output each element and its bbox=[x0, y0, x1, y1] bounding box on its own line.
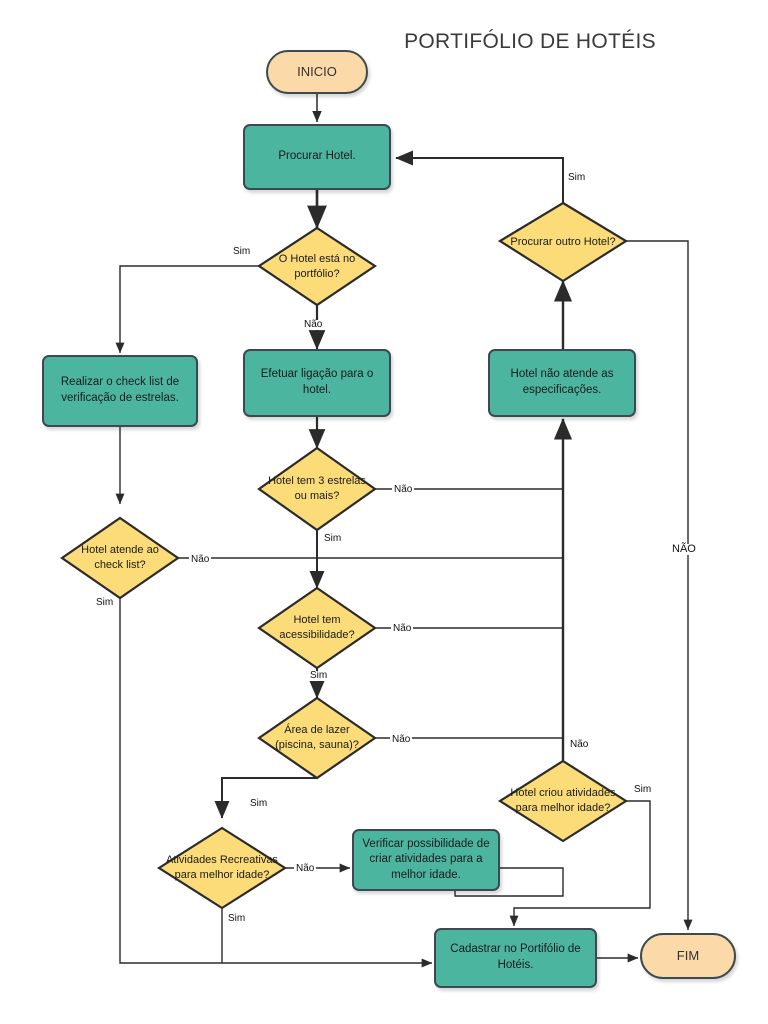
node-verificar-possibilidade-label: Verificar possibilidade de criar ativida… bbox=[362, 837, 490, 881]
node-acessibilidade-label: Hotel tem acessibilidade? bbox=[279, 614, 355, 641]
node-fim-label: FIM bbox=[676, 948, 700, 964]
edge-label-portfolio-nao: Não bbox=[302, 319, 325, 330]
edge-label-criou-nao: Não bbox=[568, 739, 591, 750]
decision-shape-hotel-criou bbox=[497, 759, 629, 843]
edge-label-lazer-sim: Sim bbox=[248, 798, 270, 809]
edge-label-criou-sim: Sim bbox=[632, 784, 654, 795]
node-area-lazer-label: Área de lazer (piscina, sauna)? bbox=[275, 724, 359, 751]
node-hotel-nao-atende-label: Hotel não atende as especificações. bbox=[510, 368, 614, 396]
node-atividades-recreativas[interactable]: Atividades Recreativas para melhor idade… bbox=[159, 828, 285, 908]
node-hotel-nao-atende[interactable]: Hotel não atende as especificações. bbox=[488, 349, 636, 417]
edge-label-procurar-outro-nao: NÃO bbox=[670, 543, 698, 555]
node-atende-check-label: Hotel atende ao check list? bbox=[81, 544, 159, 571]
edge-label-lazer-nao: Não bbox=[390, 734, 413, 745]
node-cadastrar[interactable]: Cadastrar no Portifólio de Hotéis. bbox=[434, 928, 597, 988]
node-procurar-hotel[interactable]: Procurar Hotel. bbox=[243, 124, 391, 190]
node-tres-estrelas-label: Hotel tem 3 estrelas ou mais? bbox=[268, 475, 366, 502]
node-acessibilidade[interactable]: Hotel tem acessibilidade? bbox=[259, 588, 375, 668]
node-hotel-criou[interactable]: Hotel criou atividades para melhor idade… bbox=[500, 761, 626, 841]
edge-label-acess-sim: Sim bbox=[308, 670, 330, 681]
node-area-lazer[interactable]: Área de lazer (piscina, sauna)? bbox=[259, 698, 375, 778]
node-inicio-label: INICIO bbox=[297, 64, 337, 80]
node-procurar-outro-label: Procurar outro Hotel? bbox=[510, 235, 616, 248]
node-cadastrar-label: Cadastrar no Portifólio de Hotéis. bbox=[450, 943, 581, 971]
node-procurar-outro[interactable]: Procurar outro Hotel? bbox=[500, 203, 626, 281]
edge-label-acess-nao: Não bbox=[391, 623, 414, 634]
edge-label-procurar-outro-sim: Sim bbox=[566, 172, 588, 183]
decision-shape-area-lazer bbox=[257, 696, 377, 780]
node-check-list[interactable]: Realizar o check list de verificação de … bbox=[42, 355, 198, 427]
edge-label-portfolio-sim: Sim bbox=[231, 246, 253, 257]
node-fim[interactable]: FIM bbox=[640, 933, 736, 979]
node-efetuar-ligacao-label: Efetuar ligação para o hotel. bbox=[260, 368, 374, 396]
decision-shape-procurar-outro bbox=[497, 201, 629, 283]
node-inicio[interactable]: INICIO bbox=[266, 50, 368, 94]
decision-shape-atende-check bbox=[60, 516, 180, 600]
node-tres-estrelas[interactable]: Hotel tem 3 estrelas ou mais? bbox=[259, 448, 375, 530]
decision-shape-atividades-rec bbox=[156, 826, 288, 910]
edge-label-recreativas-sim: Sim bbox=[226, 913, 248, 924]
node-procurar-hotel-label: Procurar Hotel. bbox=[278, 150, 356, 163]
node-atende-check[interactable]: Hotel atende ao check list? bbox=[62, 518, 178, 598]
node-atividades-recreativas-label: Atividades Recreativas para melhor idade… bbox=[166, 854, 278, 881]
node-hotel-portfolio[interactable]: O Hotel está no portfólio? bbox=[259, 228, 375, 305]
edge-label-check-sim: Sim bbox=[94, 597, 116, 608]
node-verificar-possibilidade[interactable]: Verificar possibilidade de criar ativida… bbox=[352, 829, 500, 891]
page-title: PORTIFÓLIO DE HOTÉIS bbox=[404, 30, 656, 53]
edge-label-estrelas-sim: Sim bbox=[322, 533, 344, 544]
decision-shape-hotel-portfolio bbox=[257, 226, 377, 307]
edge-label-check-nao: Não bbox=[189, 554, 212, 565]
edge-label-estrelas-nao: Não bbox=[392, 484, 415, 495]
node-hotel-portfolio-label: O Hotel está no portfólio? bbox=[278, 252, 356, 280]
node-hotel-criou-label: Hotel criou atividades para melhor idade… bbox=[510, 787, 616, 814]
node-check-list-label: Realizar o check list de verificação de … bbox=[60, 376, 180, 404]
node-efetuar-ligacao[interactable]: Efetuar ligação para o hotel. bbox=[243, 349, 391, 417]
decision-shape-acessibilidade bbox=[257, 586, 377, 670]
decision-shape-tres-estrelas bbox=[257, 446, 377, 532]
edge-label-recreativas-nao: Não bbox=[294, 863, 317, 874]
